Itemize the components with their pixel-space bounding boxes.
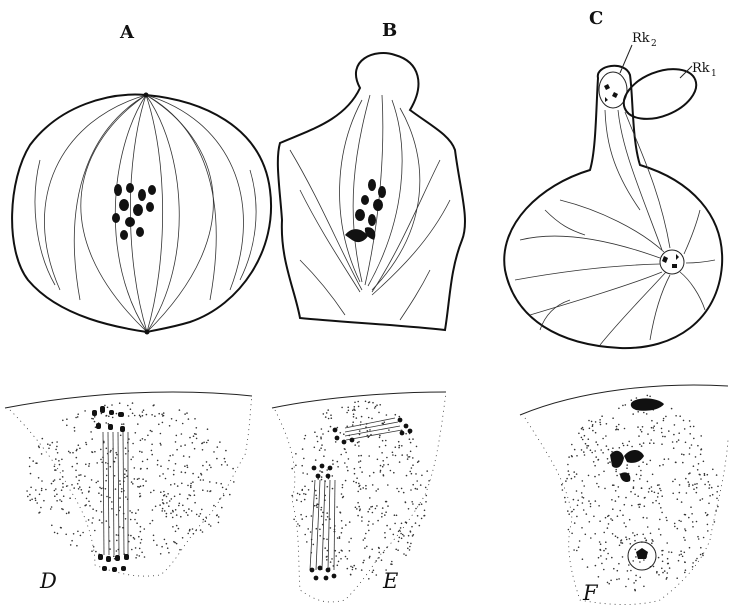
panel-label-d: D [39,569,57,593]
svg-text:Rk: Rk [632,31,650,46]
panel-a: A [12,22,271,335]
svg-text:1: 1 [711,69,717,79]
cell-edge-e [272,392,446,408]
cell-boundary-d [10,396,252,576]
spindle-e-upper [345,418,402,440]
annotation-rk2: Rk 2 [620,31,657,73]
panel-c: C [504,8,722,348]
panel-b: B [278,20,465,330]
panel-label-e: E [382,569,398,593]
svg-text:Rk: Rk [692,61,710,76]
panel-label-a: A [119,22,135,43]
cell-outline-b [278,53,465,330]
nucleus-rk1 [617,59,704,128]
chromosomes-e [310,418,413,581]
cytoplasm-dots-d [26,402,234,559]
chromosomes-a [112,183,156,240]
cytoplasm-dots-e [291,401,430,580]
spindle-fibers-a [35,95,256,332]
panel-e: E [272,392,446,602]
spindle-d [103,432,128,555]
panel-d: D [5,392,252,593]
svg-text:2: 2 [651,39,657,49]
cell-boundary-e [275,392,446,602]
cell-edge-f [520,385,728,415]
cytoplasm-strands-c [515,110,715,345]
panel-label-f: F [582,581,599,605]
panel-label-b: B [382,20,397,41]
chromosomes-b [345,179,386,242]
panel-label-c: C [589,8,603,29]
panel-f: F [520,385,728,605]
nucleus-c [660,250,684,274]
cytoplasm-dots-f [561,395,719,592]
